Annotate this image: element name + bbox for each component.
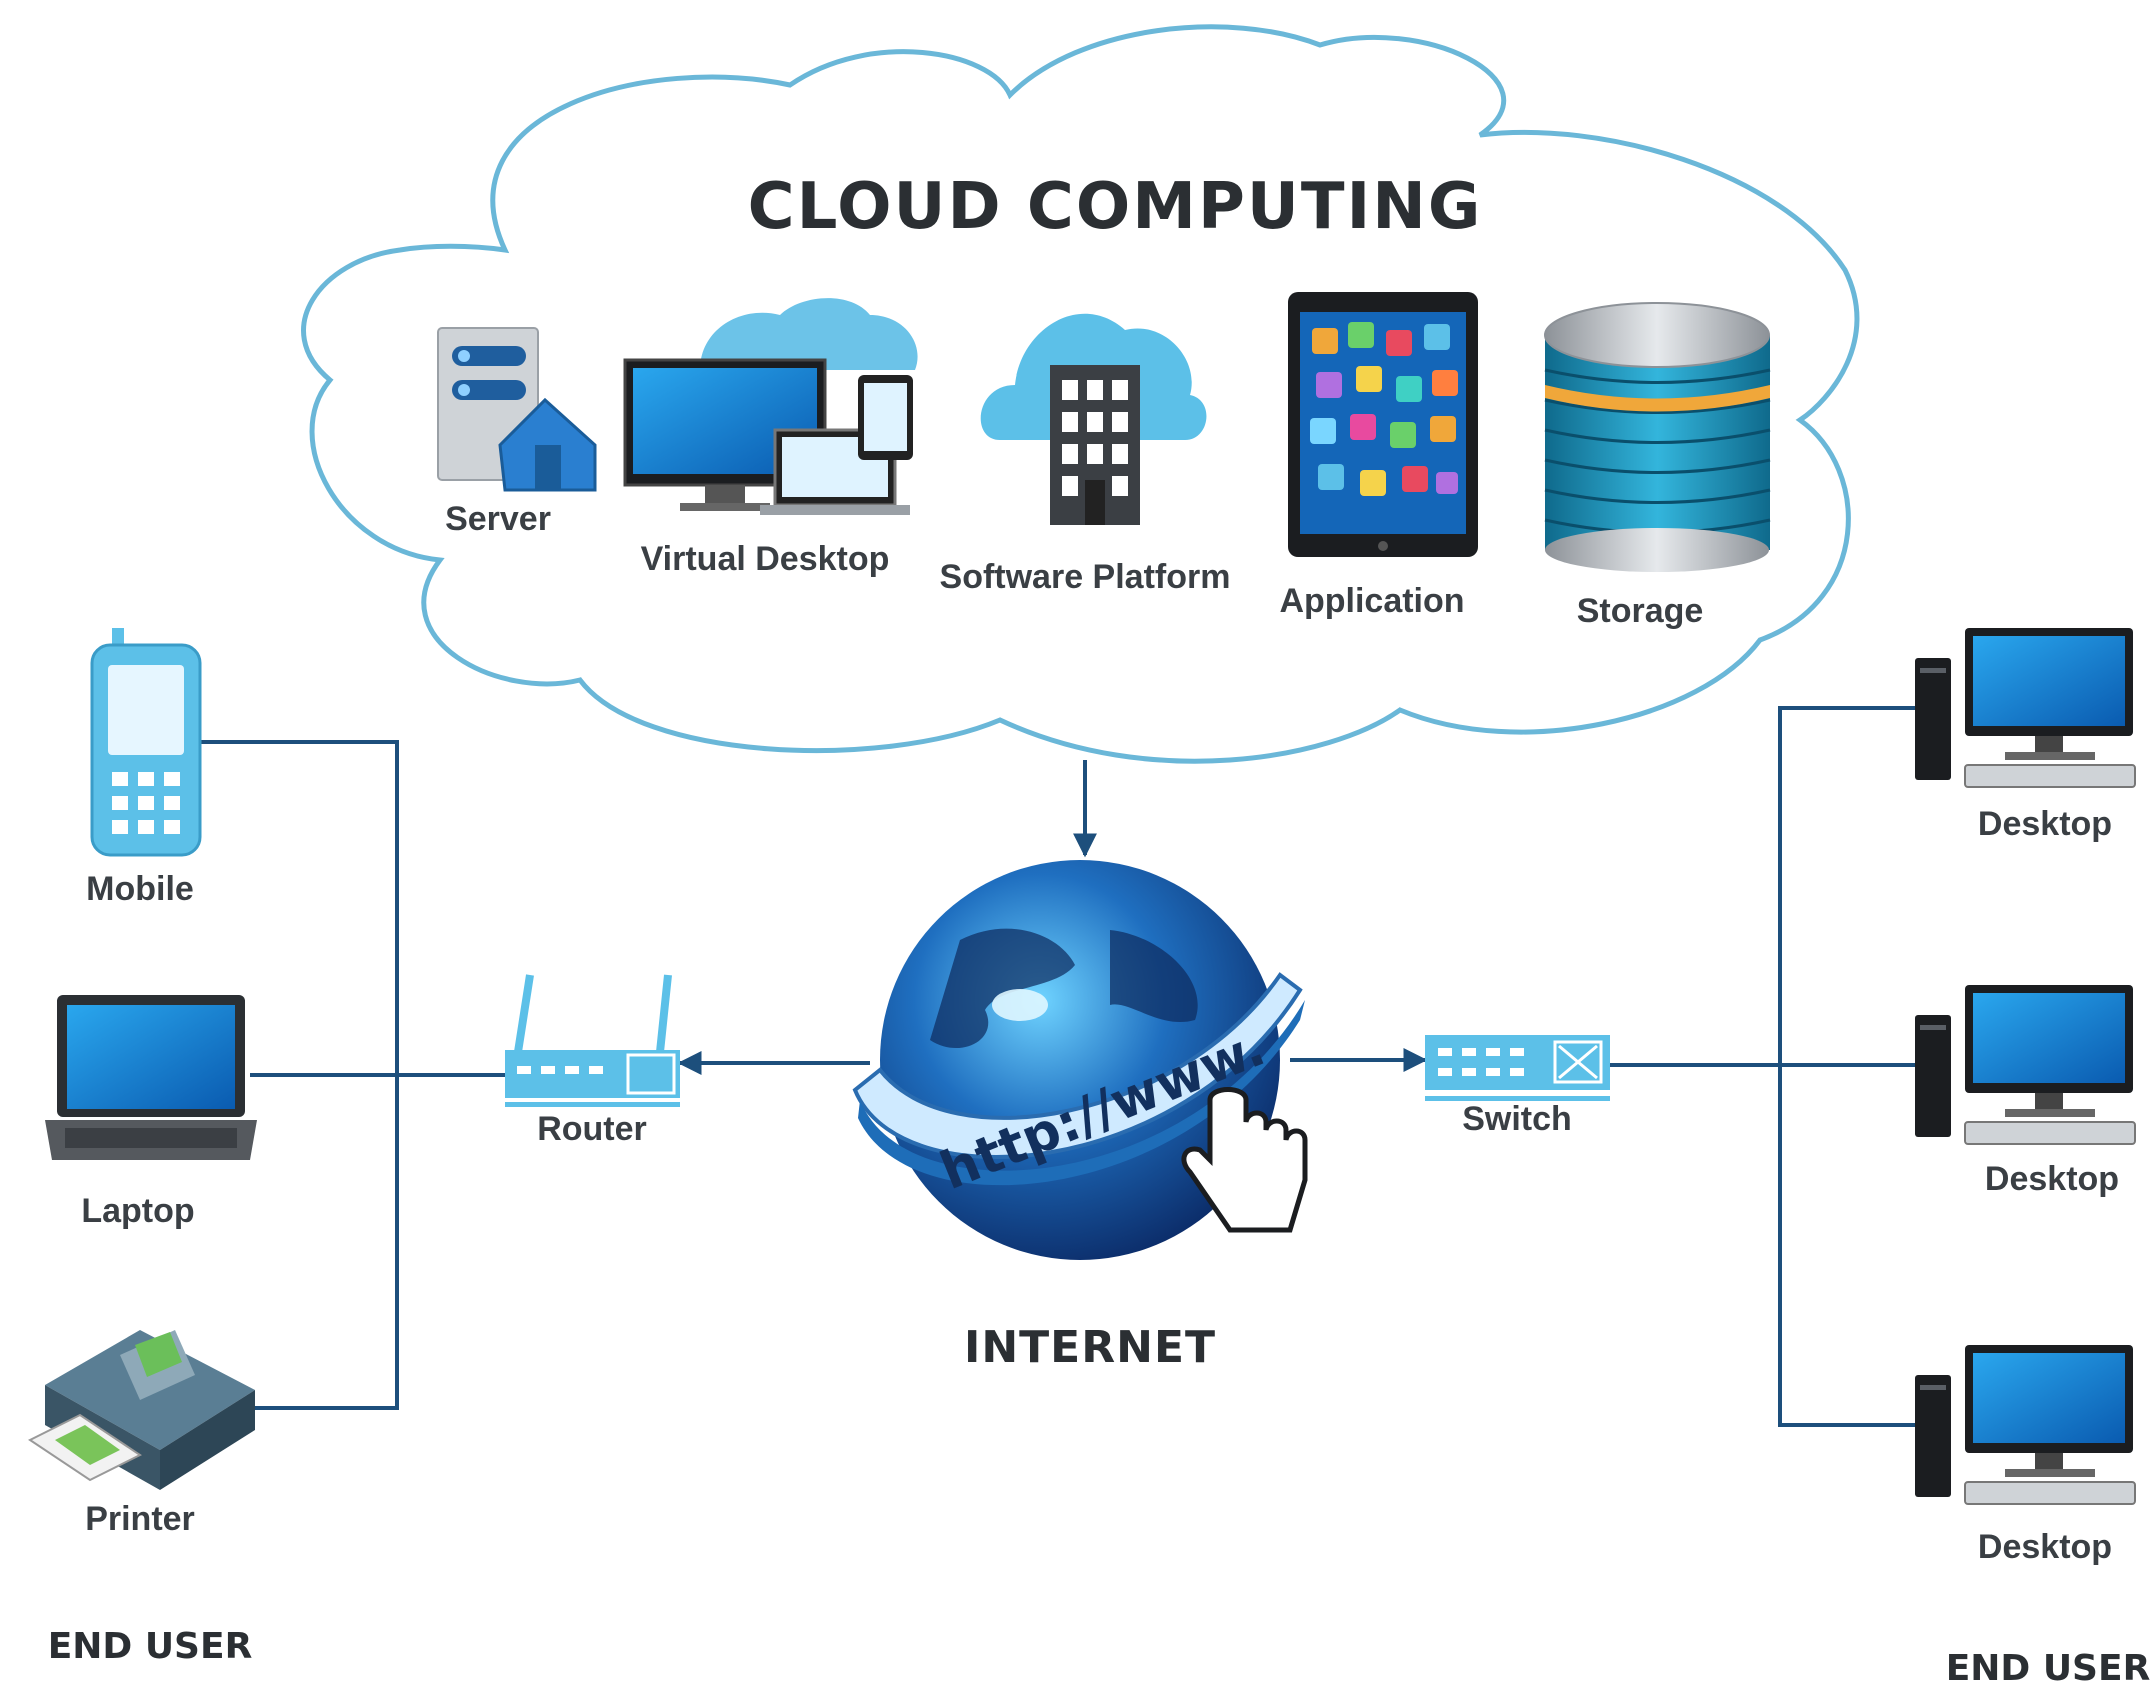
connector-lines	[200, 706, 1920, 1427]
virtual-desktop-label: Virtual Desktop	[641, 540, 890, 578]
laptop-icon	[45, 995, 257, 1160]
desktop-label-2: Desktop	[1985, 1160, 2119, 1198]
internet-globe-icon: http://www.	[852, 860, 1308, 1260]
hand-cursor-icon	[1181, 1087, 1308, 1233]
application-tablet-icon	[1288, 292, 1478, 557]
software-platform-icon	[980, 313, 1207, 525]
application-label: Application	[1279, 582, 1464, 620]
network-switch-icon	[1425, 1035, 1610, 1101]
storage-label: Storage	[1577, 592, 1704, 630]
server-label: Server	[445, 500, 551, 538]
desktop-computer-icon	[1915, 985, 2136, 1145]
desktop-computer-icon	[1915, 1345, 2136, 1505]
virtual-desktop-icon	[623, 298, 918, 515]
arrows	[677, 760, 1428, 1075]
end-user-left-label: END USER	[48, 1626, 253, 1667]
server-icon	[437, 327, 597, 492]
printer-label: Printer	[85, 1500, 195, 1538]
storage-database-icon	[1544, 302, 1771, 572]
software-platform-label: Software Platform	[940, 558, 1231, 596]
internet-label: INTERNET	[964, 1322, 1216, 1373]
switch-label: Switch	[1462, 1100, 1572, 1138]
desktop-computer-icon	[1915, 628, 2136, 788]
desktop-label-3: Desktop	[1978, 1528, 2112, 1566]
router-label: Router	[537, 1110, 647, 1148]
mobile-label: Mobile	[86, 870, 194, 908]
printer-icon	[28, 1330, 255, 1490]
diagram-title: CLOUD COMPUTING	[748, 170, 1483, 244]
router-icon	[505, 974, 680, 1107]
end-user-right-label: END USER	[1946, 1648, 2151, 1689]
desktop-label-1: Desktop	[1978, 805, 2112, 843]
laptop-label: Laptop	[81, 1192, 194, 1230]
mobile-phone-icon	[90, 628, 202, 857]
